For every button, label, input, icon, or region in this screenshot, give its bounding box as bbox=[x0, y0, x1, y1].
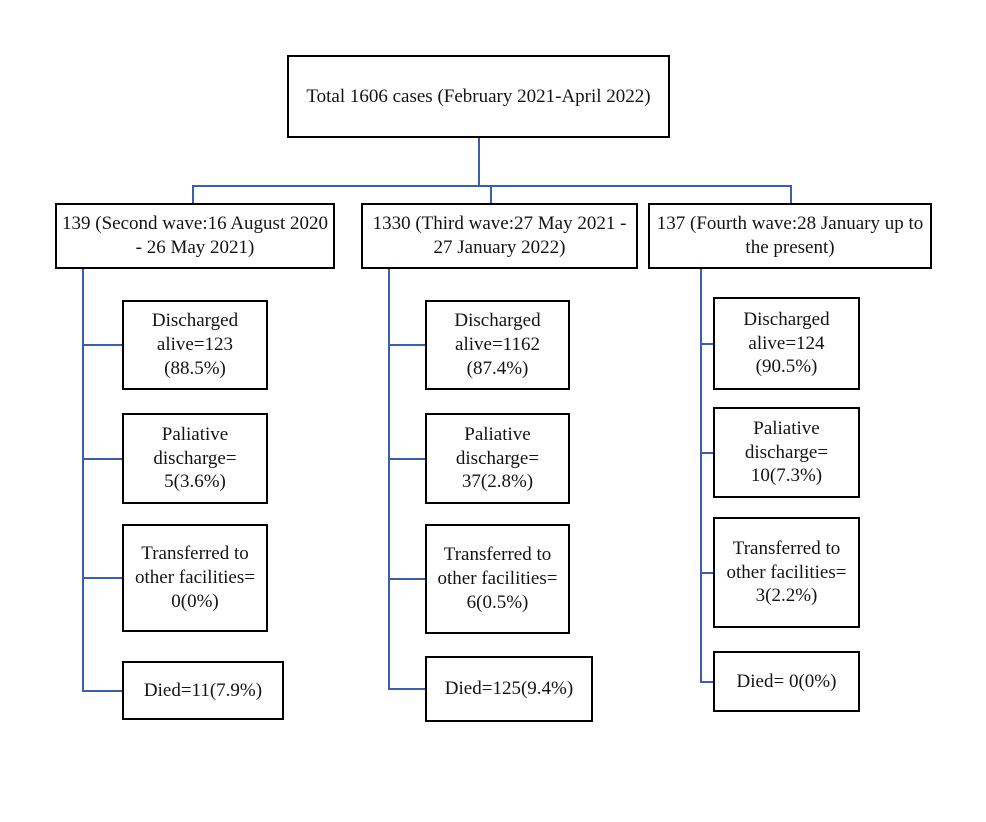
connector-stub-1-4 bbox=[82, 690, 122, 692]
connector-stub-1-3 bbox=[82, 577, 122, 579]
connector-stub-2-3 bbox=[388, 578, 425, 580]
connector-branch-drop-1 bbox=[192, 185, 194, 205]
connector-spine-2 bbox=[388, 269, 390, 689]
root-box-total-cases: Total 1606 cases (February 2021-April 20… bbox=[287, 55, 670, 138]
connector-stub-2-2 bbox=[388, 458, 425, 460]
leaf-box-transferred-other-facilities-3: Transferred to other facilities= 3(2.2%) bbox=[713, 517, 860, 628]
leaf-box-paliative-discharge-3: Paliative discharge= 10(7.3%) bbox=[713, 407, 860, 498]
branch-box-wave-2: 1330 (Third wave:27 May 2021 - 27 Januar… bbox=[361, 203, 638, 269]
connector-horizontal-bar bbox=[192, 185, 792, 187]
leaf-box-discharged-alive-2: Discharged alive=1162 (87.4%) bbox=[425, 300, 570, 390]
connector-branch-drop-2 bbox=[490, 185, 492, 205]
leaf-box-discharged-alive-3: Discharged alive=124 (90.5%) bbox=[713, 297, 860, 390]
connector-stub-2-1 bbox=[388, 344, 425, 346]
connector-spine-1 bbox=[82, 269, 84, 691]
connector-spine-3 bbox=[700, 269, 702, 682]
connector-root-drop bbox=[478, 138, 480, 187]
connector-stub-3-1 bbox=[700, 343, 713, 345]
leaf-box-discharged-alive-1: Discharged alive=123 (88.5%) bbox=[122, 300, 268, 390]
branch-box-wave-1: 139 (Second wave:16 August 2020 - 26 May… bbox=[55, 203, 335, 269]
leaf-box-died-2: Died=125(9.4%) bbox=[425, 656, 593, 722]
connector-stub-2-4 bbox=[388, 688, 425, 690]
leaf-box-transferred-other-facilities-2: Transferred to other facilities= 6(0.5%) bbox=[425, 524, 570, 634]
branch-box-wave-3: 137 (Fourth wave:28 January up to the pr… bbox=[648, 203, 932, 269]
connector-branch-drop-3 bbox=[790, 185, 792, 205]
connector-stub-3-3 bbox=[700, 572, 713, 574]
connector-stub-3-2 bbox=[700, 452, 713, 454]
leaf-box-paliative-discharge-1: Paliative discharge= 5(3.6%) bbox=[122, 413, 268, 504]
leaf-box-died-3: Died= 0(0%) bbox=[713, 651, 860, 712]
leaf-box-transferred-other-facilities-1: Transferred to other facilities= 0(0%) bbox=[122, 524, 268, 632]
connector-stub-1-2 bbox=[82, 458, 122, 460]
leaf-box-died-1: Died=11(7.9%) bbox=[122, 661, 284, 720]
connector-stub-3-4 bbox=[700, 681, 713, 683]
leaf-box-paliative-discharge-2: Paliative discharge= 37(2.8%) bbox=[425, 413, 570, 504]
connector-stub-1-1 bbox=[82, 344, 122, 346]
